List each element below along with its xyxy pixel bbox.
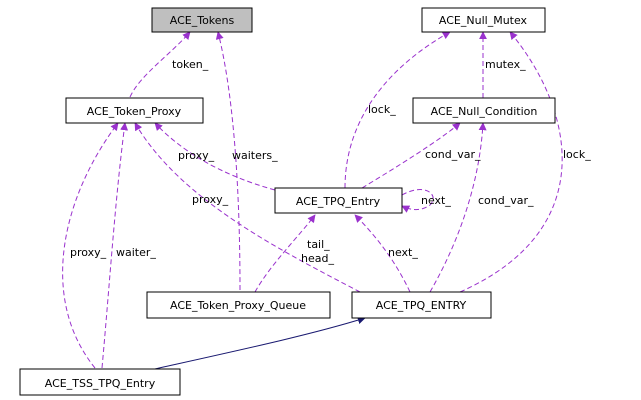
- node-label: ACE_Token_Proxy: [87, 105, 182, 118]
- edge-next-b: [354, 214, 411, 293]
- edge-tail-head: [254, 214, 316, 293]
- node-label: ACE_Null_Condition: [431, 105, 538, 118]
- node-label: ACE_TPQ_Entry: [296, 195, 381, 208]
- node-ace-token-proxy[interactable]: ACE_Token_Proxy: [65, 97, 204, 124]
- label-cond-var-b: cond_var_: [478, 194, 534, 207]
- edge-waiters: [215, 31, 241, 291]
- node-ace-token-proxy-queue[interactable]: ACE_Token_Proxy_Queue: [146, 291, 331, 319]
- edge-proxy-c: [62, 122, 119, 369]
- label-head: head_: [301, 252, 334, 265]
- node-ace-null-mutex[interactable]: ACE_Null_Mutex: [421, 7, 546, 33]
- node-label: ACE_Null_Mutex: [439, 14, 528, 27]
- node-ace-tss-tpq-entry[interactable]: ACE_TSS_TPQ_Entry: [19, 368, 181, 396]
- edge-next-a: [401, 189, 434, 213]
- node-label: ACE_Tokens: [170, 14, 235, 27]
- label-next-b: next_: [388, 246, 418, 259]
- label-token: token_: [172, 58, 209, 71]
- edges: [62, 31, 563, 371]
- label-tail: tail_: [307, 238, 330, 251]
- edge-proxy-b: [134, 122, 361, 293]
- label-proxy-b: proxy_: [192, 193, 229, 206]
- edge-labels: token_ waiters_ lock_ mutex_ proxy_ cond…: [70, 58, 591, 265]
- nodes: ACE_Tokens ACE_Null_Mutex ACE_Token_Prox…: [19, 7, 556, 396]
- label-proxy-c: proxy_: [70, 246, 107, 259]
- node-label: ACE_TPQ_ENTRY: [376, 299, 467, 312]
- node-ace-tpq-entry[interactable]: ACE_TPQ_Entry: [274, 187, 403, 214]
- label-waiters: waiters_: [232, 149, 278, 162]
- edge-token: [129, 31, 191, 98]
- node-label: ACE_TSS_TPQ_Entry: [45, 377, 156, 390]
- label-waiter: waiter_: [116, 246, 156, 259]
- node-ace-tokens[interactable]: ACE_Tokens: [151, 7, 253, 33]
- edge-cond-var-b: [429, 122, 487, 293]
- label-proxy-a: proxy_: [178, 149, 215, 162]
- edge-cond-var-a: [361, 122, 461, 189]
- edge-proxy-a: [154, 122, 276, 191]
- edge-lock: [344, 31, 451, 189]
- label-mutex: mutex_: [485, 58, 526, 71]
- label-cond-var-a: cond_var_: [425, 148, 481, 161]
- edge-lock-b: [459, 31, 563, 293]
- label-lock-b: lock_: [563, 148, 591, 161]
- edge-waiter: [101, 122, 129, 369]
- node-ace-null-condition[interactable]: ACE_Null_Condition: [412, 97, 556, 124]
- node-label: ACE_Token_Proxy_Queue: [170, 299, 306, 312]
- node-ace-tpq-entry-upper[interactable]: ACE_TPQ_ENTRY: [351, 291, 492, 319]
- label-lock: lock_: [368, 103, 396, 116]
- edge-inherit: [149, 316, 366, 371]
- label-next-a: next_: [421, 194, 451, 207]
